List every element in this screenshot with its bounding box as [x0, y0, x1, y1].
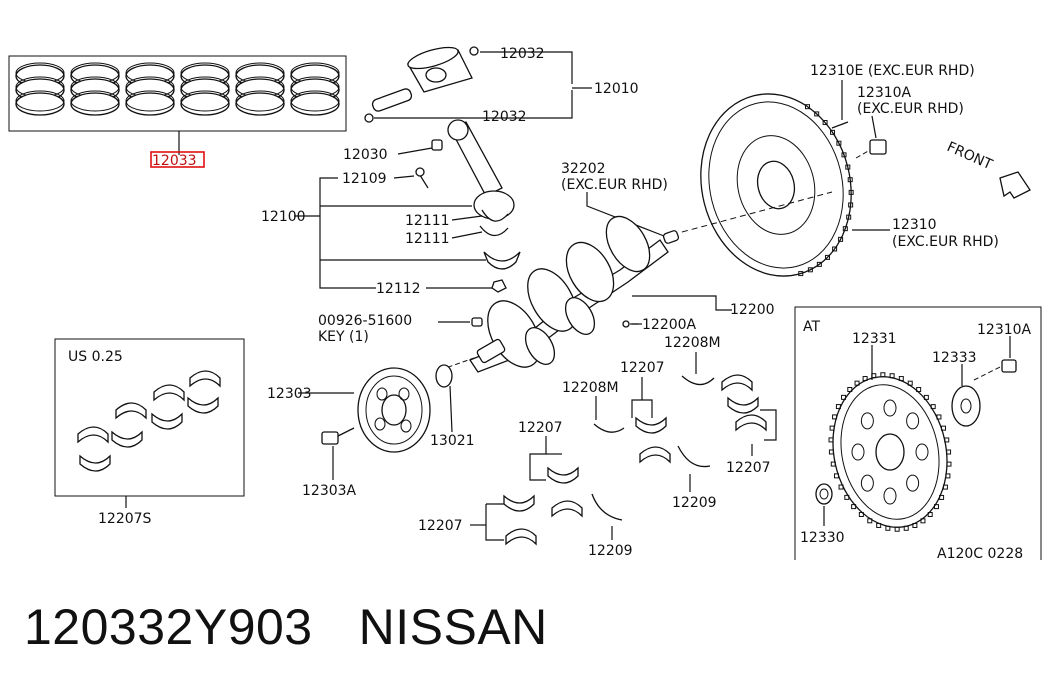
label-12208M-1: 12208M — [664, 335, 721, 351]
part-number: 120332Y903 — [24, 599, 313, 655]
main-bearings-group: 12208M 12208M 12207 12207 12207 12207 12… — [418, 335, 777, 559]
label-12310A-at: 12310A — [977, 322, 1032, 338]
label-12310: 12310 — [892, 217, 937, 233]
label-12208M-2: 12208M — [562, 380, 619, 396]
label-12109: 12109 — [342, 171, 387, 187]
piston-ring-set — [235, 62, 285, 116]
label-12310A: 12310A — [857, 85, 912, 101]
label-12209-1: 12209 — [672, 495, 717, 511]
label-12207S: 12207S — [98, 511, 152, 527]
pulley-group: 12303 13021 12303A — [267, 357, 475, 499]
label-12303A: 12303A — [302, 483, 357, 499]
label-12310A-note: (EXC.EUR RHD) — [857, 101, 964, 117]
label-key: 00926-51600 — [318, 313, 412, 329]
label-12200A: 12200A — [642, 317, 697, 333]
at-box — [794, 306, 1042, 560]
label-12032-bottom: 12032 — [482, 109, 527, 125]
label-12310-note: (EXC.EUR RHD) — [892, 234, 999, 250]
bearing-shell — [505, 528, 537, 546]
piston-ring-set — [180, 62, 230, 116]
label-12111-lower: 12111 — [405, 231, 450, 247]
label-12331: 12331 — [852, 331, 897, 347]
crankshaft-group: 12200 12200A 00926-51600 KEY (1) — [318, 215, 775, 373]
front-arrow-icon — [999, 171, 1031, 199]
bearing-shell — [153, 384, 185, 402]
label-key-note: KEY (1) — [318, 329, 369, 345]
bearing-shell — [639, 446, 671, 464]
undersize-box — [54, 338, 245, 497]
bearing-shell — [503, 494, 535, 512]
bearing-shell — [111, 430, 143, 448]
label-front: FRONT — [944, 139, 995, 173]
bearing-shell — [79, 454, 111, 472]
label-12310E: 12310E (EXC.EUR RHD) — [810, 63, 975, 79]
bearing-shell — [151, 412, 183, 430]
label-12112: 12112 — [376, 281, 421, 297]
label-12033: 12033 — [152, 153, 197, 169]
at-box-group: AT 12331 12333 12310A 12330 A120C 0228 — [794, 306, 1042, 562]
bearing-shell — [727, 396, 759, 414]
highlight-box — [150, 151, 205, 168]
label-12200: 12200 — [730, 302, 775, 318]
bearing-shell — [115, 402, 147, 420]
bearing-shell — [77, 426, 109, 444]
piston-ring-set — [125, 62, 175, 116]
label-us-title: US 0.25 — [68, 349, 123, 365]
label-12207-2: 12207 — [726, 460, 771, 476]
piston-group: 12032 12032 12010 — [364, 46, 639, 125]
undersize-box-group: US 0.25 12207S — [54, 338, 245, 527]
label-12330: 12330 — [800, 530, 845, 546]
pilot-group: 32202 (EXC.EUR RHD) — [561, 161, 680, 244]
brand-name: NISSAN — [358, 599, 548, 655]
label-12333: 12333 — [932, 350, 977, 366]
label-12010: 12010 — [594, 81, 639, 97]
bearing-shell — [189, 370, 221, 388]
caption: 120332Y903 NISSAN — [24, 598, 548, 656]
rings-box — [8, 55, 347, 132]
label-12207-1: 12207 — [620, 360, 665, 376]
bearing-shell — [721, 374, 753, 392]
label-12032-top: 12032 — [500, 46, 545, 62]
bearing-shell — [547, 466, 579, 484]
label-12209-2: 12209 — [588, 543, 633, 559]
bearing-shell — [187, 396, 219, 414]
label-12111-upper: 12111 — [405, 213, 450, 229]
bearing-shell — [735, 414, 767, 432]
label-12303: 12303 — [267, 386, 312, 402]
connecting-rod-group: 12030 12109 12100 12111 12111 12112 — [261, 119, 521, 297]
label-32202: 32202 — [561, 161, 606, 177]
label-12100: 12100 — [261, 209, 306, 225]
flywheel-group: 12310E (EXC.EUR RHD) 12310A (EXC.EUR RHD… — [681, 63, 1031, 277]
piston-rings-group: 12033 — [8, 55, 347, 169]
label-32202-note: (EXC.EUR RHD) — [561, 177, 668, 193]
label-13021: 13021 — [430, 433, 475, 449]
label-diagram-code: A120C 0228 — [937, 546, 1023, 562]
piston-ring-set — [70, 62, 120, 116]
label-12030: 12030 — [343, 147, 388, 163]
label-12207-4: 12207 — [418, 518, 463, 534]
bearing-shell — [551, 500, 583, 518]
label-at-title: AT — [803, 319, 820, 335]
label-12207-3: 12207 — [518, 420, 563, 436]
piston-ring-set — [290, 62, 340, 116]
bearing-shell — [635, 416, 667, 434]
piston-ring-set — [15, 62, 65, 116]
